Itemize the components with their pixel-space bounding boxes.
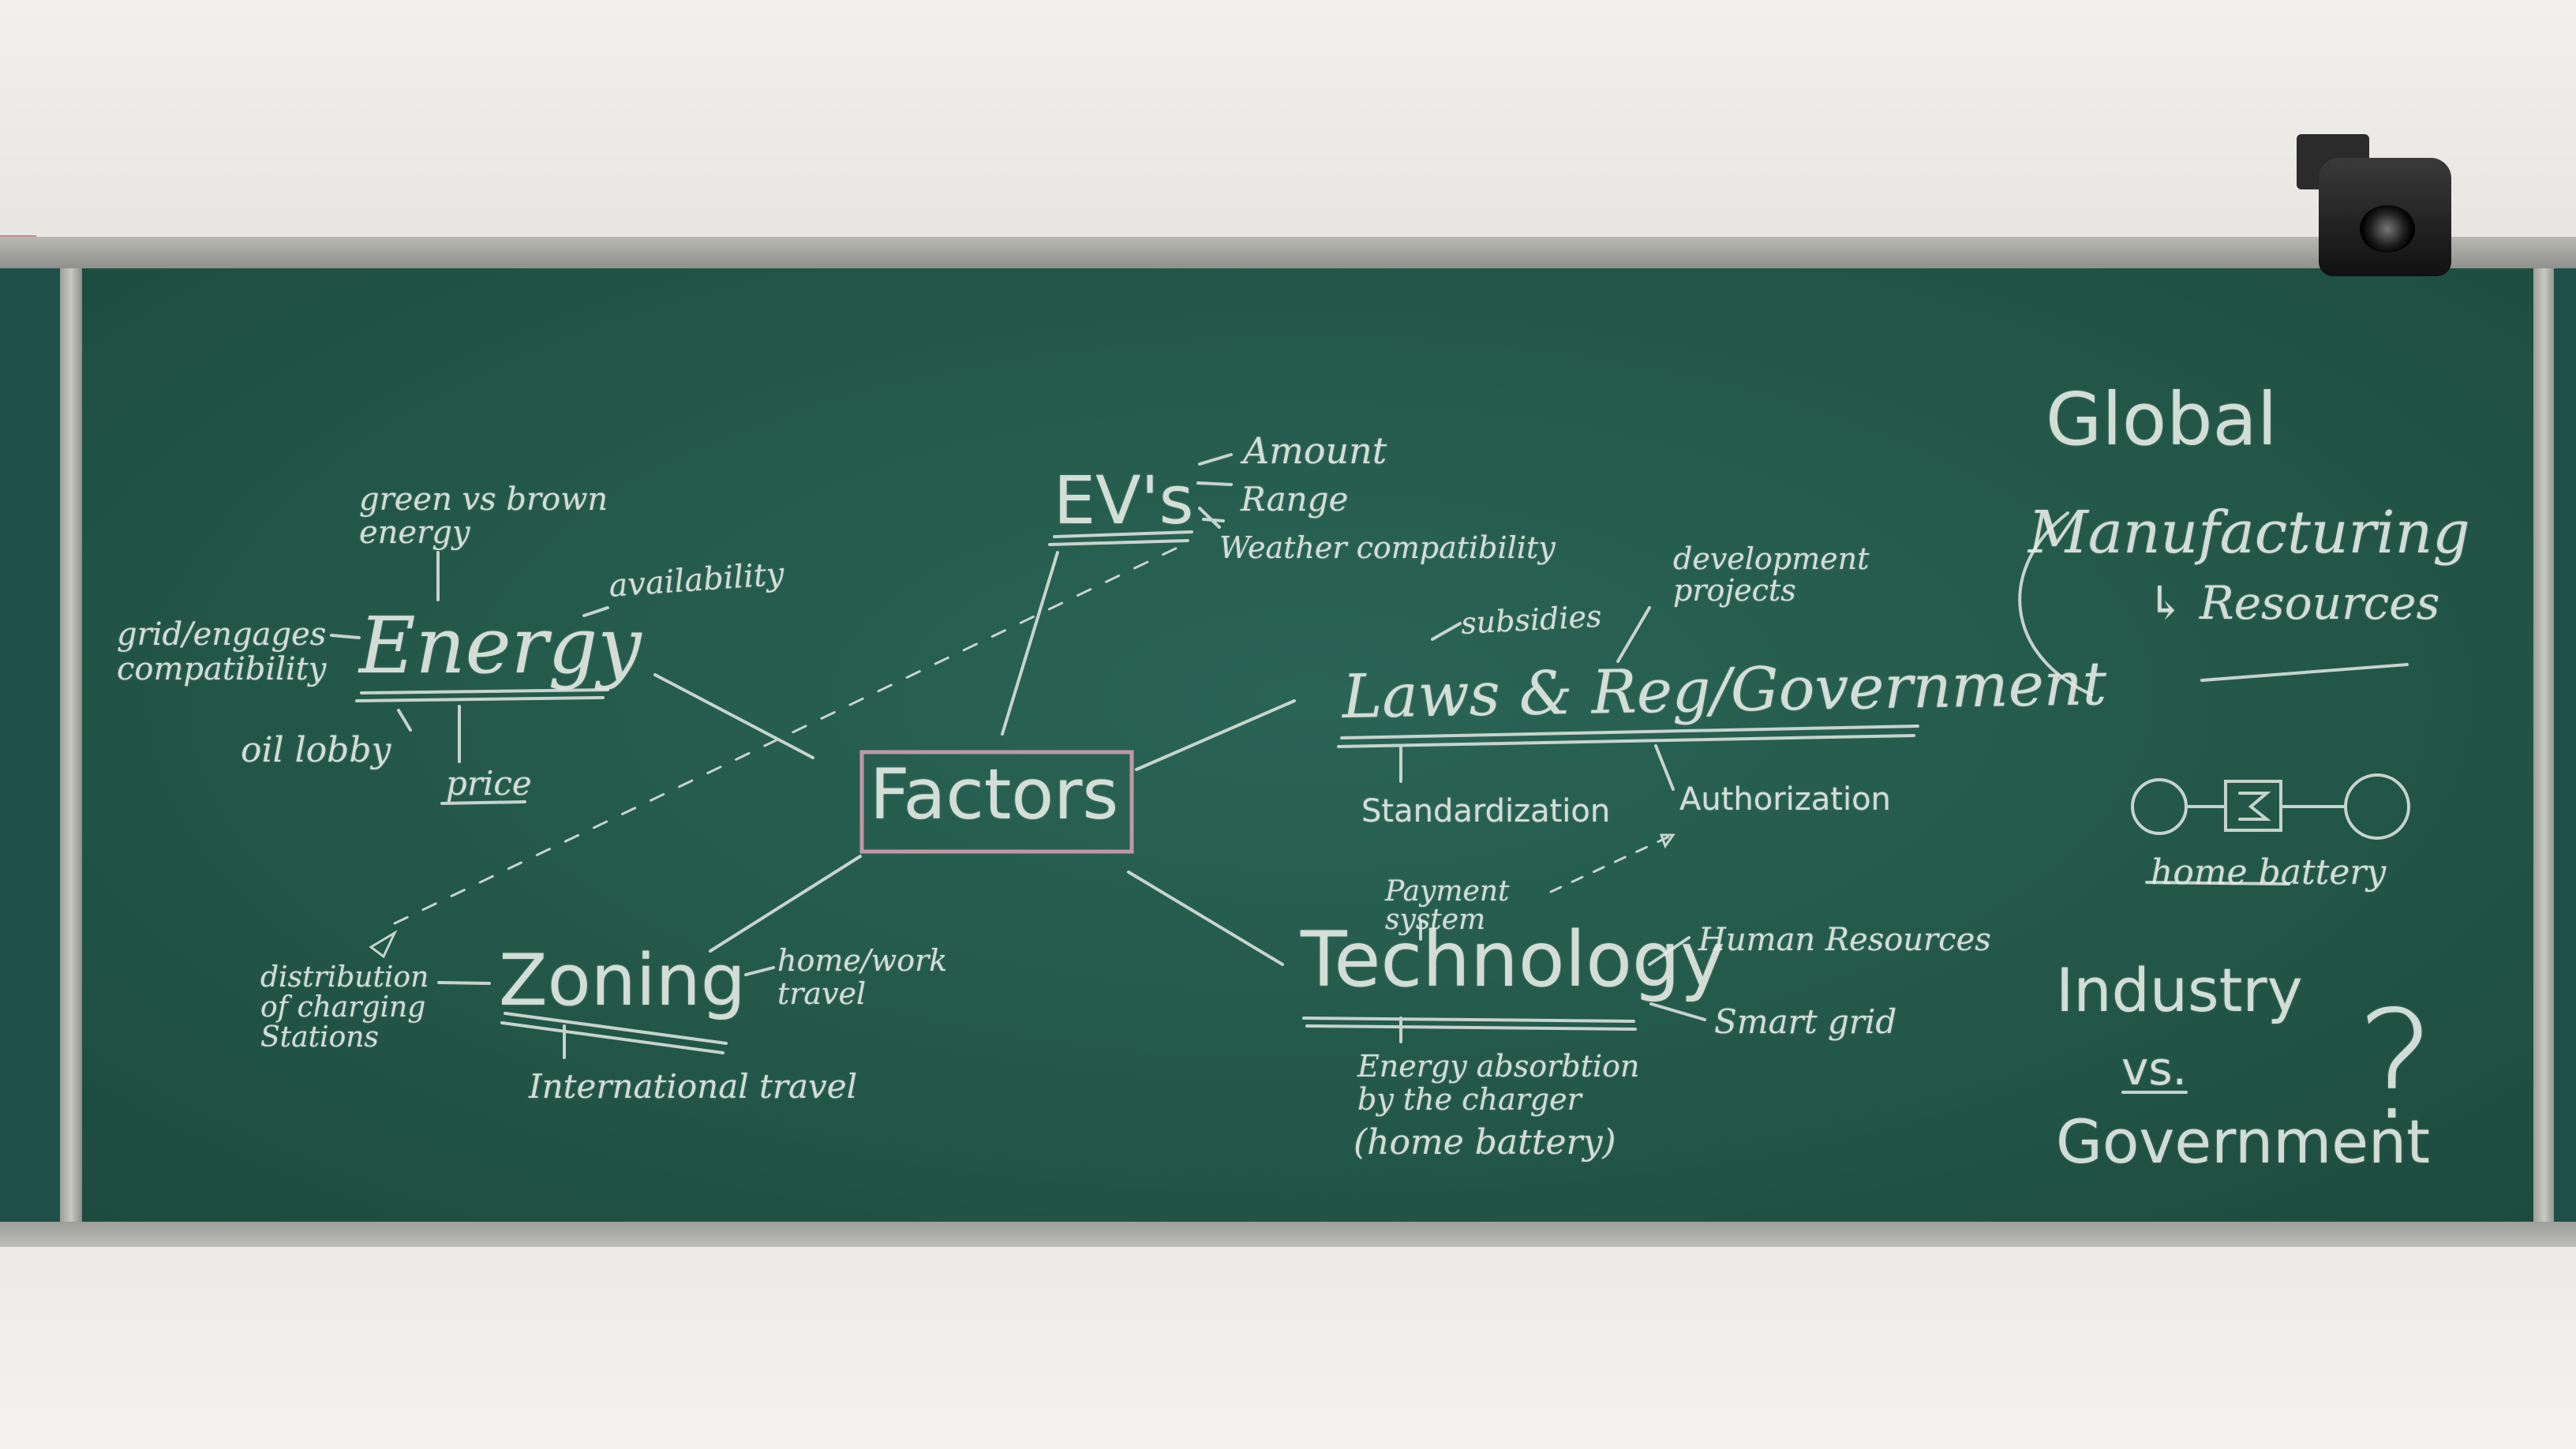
government-label: Government [2056,1106,2430,1177]
factors-node: Factors [870,754,1119,835]
laws-standardization: Standardization [1361,793,1611,829]
battery-sigma [2238,792,2271,821]
connector-technology [1127,871,1284,966]
technology-ticks [1399,920,1706,1043]
factors-box [859,750,1134,854]
technology-title: Technology [1301,915,1725,1004]
wall-top [0,0,2576,237]
energy-ticks [330,551,609,763]
laws-development-projects: development projects [1673,541,1870,608]
underline-energy [355,688,609,702]
vs-label: vs. [2121,1042,2187,1095]
right-board-panel [2554,268,2576,1223]
board-top-rail [0,237,2576,268]
dashed-line-payment-auth [1549,835,1671,893]
connector-energy [653,673,814,759]
global-resources: ↳ Resources [2147,576,2440,630]
zoning-title: Zoning [499,939,746,1022]
underline-zoning [500,1012,728,1054]
battery-circle-left [2131,778,2188,835]
zoning-ticks [437,966,775,1059]
global-manufacturing: Manufacturing [2028,499,2470,567]
energy-grid-compatibility: grid/engages compatibility [117,616,327,687]
energy-price: price [446,764,532,803]
question-mark: ? [2356,979,2436,1153]
resources-underline [2200,663,2409,682]
evs-weather-compatibility: Weather compatibility [1219,530,1556,565]
camera-icon [2297,126,2454,292]
underline-evs [1048,530,1193,546]
underline-price [440,800,526,805]
bracket-global [2018,511,2093,696]
zoning-distribution: distribution of charging Stations [260,961,429,1054]
global-title: Global [2046,377,2278,462]
camera-lens [2360,205,2415,253]
wall-bottom [0,1247,2576,1449]
chalkboard [82,268,2537,1223]
left-frame-bar [60,268,82,1223]
underline-laws [1337,724,1919,748]
evs-amount: Amount [1243,429,1387,472]
zoning-international-travel: International travel [529,1067,858,1106]
industry-label: Industry [2056,955,2303,1025]
technology-human-resources: Human Resources [1698,922,1991,958]
left-board-panel [0,268,63,1223]
evs-ticks [1196,453,1233,529]
underline-technology [1302,1017,1637,1031]
technology-smart-grid: Smart grid [1714,1002,1897,1041]
connector-laws [1135,699,1296,771]
arrowhead-zoning [369,930,398,959]
underline-home-battery [2145,881,2290,886]
technology-energy-absorbtion: Energy absorbtion by the charger [1357,1049,1640,1117]
energy-oil-lobby: oil lobby [241,730,391,770]
laws-title: Laws & Reg/Government [1342,648,2107,732]
connector-zoning [709,855,862,953]
home-battery-label: home battery [2151,852,2387,893]
dashed-line-zoning-evs [393,543,1185,925]
technology-home-battery: (home battery) [1354,1122,1616,1163]
laws-subsidies: subsidies [1460,598,1603,641]
laws-ticks [1399,606,1675,791]
energy-title: Energy [359,601,642,691]
evs-title: EV's [1054,462,1194,539]
zoning-home-work-travel: home/work travel [777,943,948,1011]
evs-range: Range [1241,480,1349,519]
battery-circle-right [2344,773,2410,840]
arrowhead-auth [1659,833,1676,849]
connector-evs [1001,551,1059,736]
energy-green-vs-brown: green vs brown energy [359,481,608,551]
laws-authorization: Authorization [1679,781,1891,818]
right-frame-bar [2533,268,2555,1223]
technology-payment-system: Payment system [1385,875,1510,936]
